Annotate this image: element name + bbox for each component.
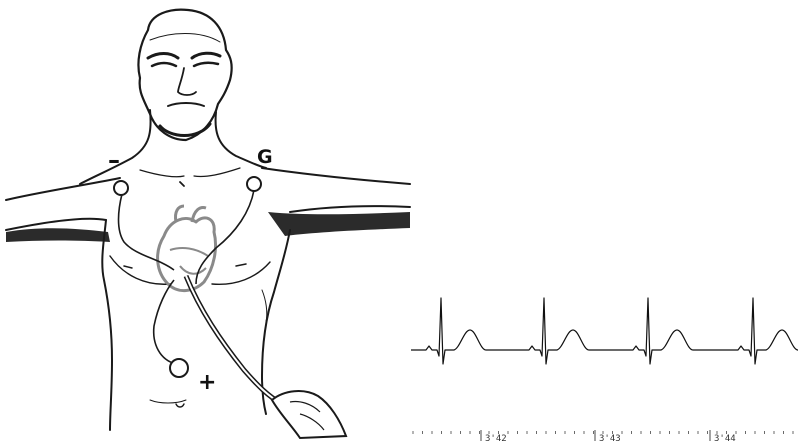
torso-left-side	[102, 220, 112, 430]
collarbone	[140, 168, 240, 177]
positive-lead-label: +	[198, 370, 216, 395]
ecg-trace	[411, 298, 798, 364]
negative-electrode	[114, 181, 128, 195]
positive-lead-wire	[154, 280, 176, 364]
time-marker-1: 3'42	[485, 434, 507, 443]
cable-connector	[272, 391, 346, 438]
head-outline	[138, 10, 231, 140]
time-marker-3: 3'44	[714, 434, 736, 443]
left-arm-shadow	[6, 228, 110, 242]
ecg-time-axis: 3'42 3'43 3'44	[413, 430, 793, 443]
right-nipple	[236, 264, 246, 266]
chin-beard	[160, 124, 210, 136]
right-eye	[194, 63, 218, 66]
right-arm-outline	[262, 168, 410, 212]
nose	[178, 68, 196, 95]
ground-lead-label: G	[257, 146, 273, 168]
ground-electrode	[247, 177, 261, 191]
abdomen-line	[150, 400, 186, 403]
heart-chambers	[170, 248, 208, 274]
right-eyebrow	[192, 53, 220, 58]
hairline-shadow	[150, 34, 220, 43]
left-arm-outline	[6, 178, 120, 230]
positive-electrode	[170, 359, 188, 377]
left-nipple	[124, 266, 132, 268]
left-eye	[152, 63, 176, 66]
mouth	[168, 103, 204, 106]
left-eyebrow	[148, 54, 178, 59]
ecg-waveform	[411, 298, 798, 364]
time-marker-2: 3'43	[599, 434, 621, 443]
rib-shading	[262, 290, 267, 322]
navel	[176, 404, 184, 407]
sternum-notch	[180, 182, 184, 186]
negative-lead-label: –	[108, 146, 120, 174]
connector-body	[272, 391, 346, 438]
